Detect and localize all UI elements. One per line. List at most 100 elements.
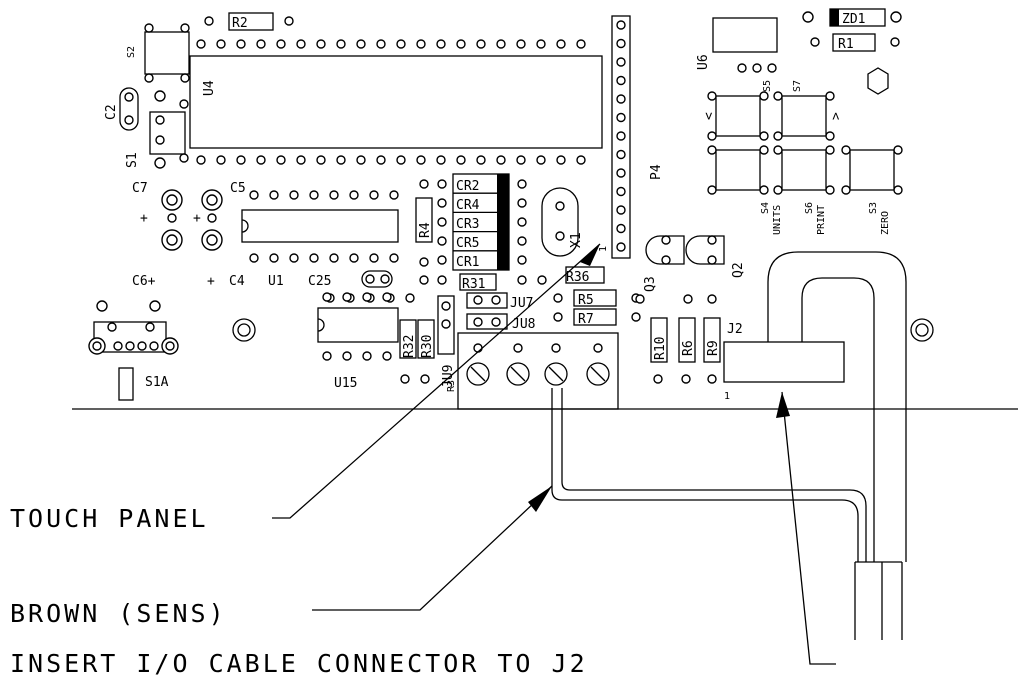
callout-brown-sens: BROWN (SENS) <box>10 599 227 628</box>
resistor-r32 <box>399 319 417 359</box>
pad <box>476 39 486 49</box>
pad <box>537 275 547 285</box>
terminal-screw <box>586 362 610 386</box>
label-zero: ZERO <box>880 211 891 235</box>
pad <box>437 179 447 189</box>
pad <box>405 293 415 303</box>
mounting-hole <box>910 318 934 342</box>
crystal-x1 <box>541 187 579 257</box>
label-u6: U6 <box>696 54 711 70</box>
pad <box>349 190 359 200</box>
label-gt: > <box>829 112 844 120</box>
pad <box>616 223 626 234</box>
switch-s1a <box>93 321 167 353</box>
label-u1: U1 <box>268 274 284 289</box>
pad <box>342 351 352 361</box>
pad <box>376 39 386 49</box>
pad <box>616 38 626 49</box>
pad <box>576 155 586 165</box>
pad <box>893 185 903 195</box>
plus-c7: + <box>140 211 148 226</box>
pad <box>616 75 626 86</box>
label-r10: R10 <box>653 337 668 360</box>
label-zd1: ZD1 <box>842 12 865 27</box>
pad <box>362 292 372 302</box>
label-ju7: JU7 <box>510 296 533 311</box>
label-cr1: CR1 <box>456 255 479 270</box>
pad <box>256 155 266 165</box>
label-u4: U4 <box>202 80 217 96</box>
pad <box>551 343 561 353</box>
pad <box>616 94 626 104</box>
resistor-r10 <box>650 317 668 363</box>
jumper-ju9 <box>437 295 455 355</box>
pad <box>437 236 447 246</box>
pad <box>349 253 359 263</box>
label-s3: S3 <box>868 202 879 214</box>
pad <box>759 145 769 155</box>
label-r9: R9 <box>706 340 721 356</box>
chip-u6 <box>712 17 778 53</box>
brown-sens-wire <box>551 388 859 562</box>
switch-s2 <box>144 31 190 75</box>
label-c2: C2 <box>104 104 119 120</box>
pad <box>362 351 372 361</box>
pad <box>436 39 446 49</box>
resistor-r2 <box>228 12 274 31</box>
label-c25: C25 <box>308 274 331 289</box>
screw-slot <box>510 366 526 382</box>
pad <box>356 155 366 165</box>
label-s1: S1 <box>125 152 140 168</box>
tact-switch <box>715 95 761 137</box>
pad <box>249 190 259 200</box>
label-r1: R1 <box>838 37 854 52</box>
resistor-r36 <box>565 266 605 284</box>
pad <box>707 185 717 195</box>
pad <box>759 131 769 141</box>
resistor-r7 <box>573 308 617 326</box>
pad <box>616 186 626 197</box>
pad <box>437 255 447 265</box>
pad <box>249 253 259 263</box>
pad <box>382 292 392 302</box>
plus-c4: + <box>207 274 215 289</box>
pad <box>336 155 346 165</box>
pad <box>419 275 429 285</box>
label-units: UNITS <box>772 205 783 235</box>
pad <box>616 57 626 67</box>
label-s7: S7 <box>792 80 803 92</box>
leader-touch-panel <box>272 243 601 519</box>
pad <box>389 253 399 263</box>
label-c5: C5 <box>230 181 246 196</box>
pad <box>396 39 406 49</box>
pad <box>269 190 279 200</box>
label-s1a: S1A <box>145 375 169 390</box>
label-print: PRINT <box>816 205 827 235</box>
pad <box>322 351 332 361</box>
resistor-r4 <box>415 197 433 243</box>
callout-touch-panel: TOUCH PANEL <box>10 504 209 533</box>
io-cable <box>767 251 907 562</box>
transistor-q2 <box>685 235 725 265</box>
pad <box>342 292 352 302</box>
label-j2-pin1: 1 <box>724 391 730 402</box>
label-ju9: JU9 <box>441 365 456 388</box>
pad <box>309 190 319 200</box>
terminal-block <box>457 332 619 410</box>
pad <box>517 255 527 265</box>
chip-u15 <box>317 307 399 343</box>
pad <box>841 145 851 155</box>
pad <box>773 145 783 155</box>
label-lt: < <box>702 112 717 120</box>
pad <box>329 253 339 263</box>
capacitor-c2 <box>119 87 139 131</box>
pad <box>759 91 769 101</box>
plus-c5: + <box>193 211 201 226</box>
pad <box>196 155 206 165</box>
pad <box>309 253 319 263</box>
pad <box>616 20 626 30</box>
pad <box>236 155 246 165</box>
pad <box>296 155 306 165</box>
tact-switch <box>781 149 827 191</box>
pad <box>825 91 835 101</box>
